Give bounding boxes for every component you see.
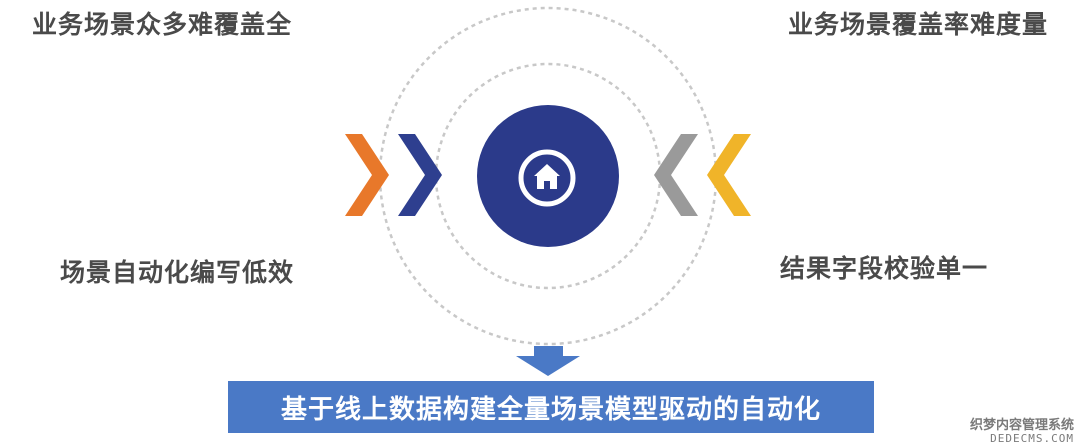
label-top-right: 业务场景覆盖率难度量	[787, 10, 1048, 39]
gray-chevron	[654, 134, 698, 216]
watermark: 织梦内容管理系统 DEDECMS.COM	[969, 417, 1074, 445]
home-icon	[518, 149, 576, 207]
label-top-left: 业务场景众多难覆盖全	[32, 10, 293, 39]
down-arrow	[516, 346, 580, 376]
conclusion-banner: 基于线上数据构建全量场景模型驱动的自动化	[228, 381, 874, 433]
label-bottom-right: 结果字段校验单一	[779, 254, 988, 283]
label-bottom-left: 场景自动化编写低效	[60, 258, 295, 287]
watermark-line1: 织梦内容管理系统	[969, 417, 1074, 433]
navy-chevron	[398, 134, 442, 216]
watermark-line2: DEDECMS.COM	[990, 431, 1074, 445]
orange-chevron	[345, 134, 389, 216]
yellow-chevron	[707, 134, 751, 216]
